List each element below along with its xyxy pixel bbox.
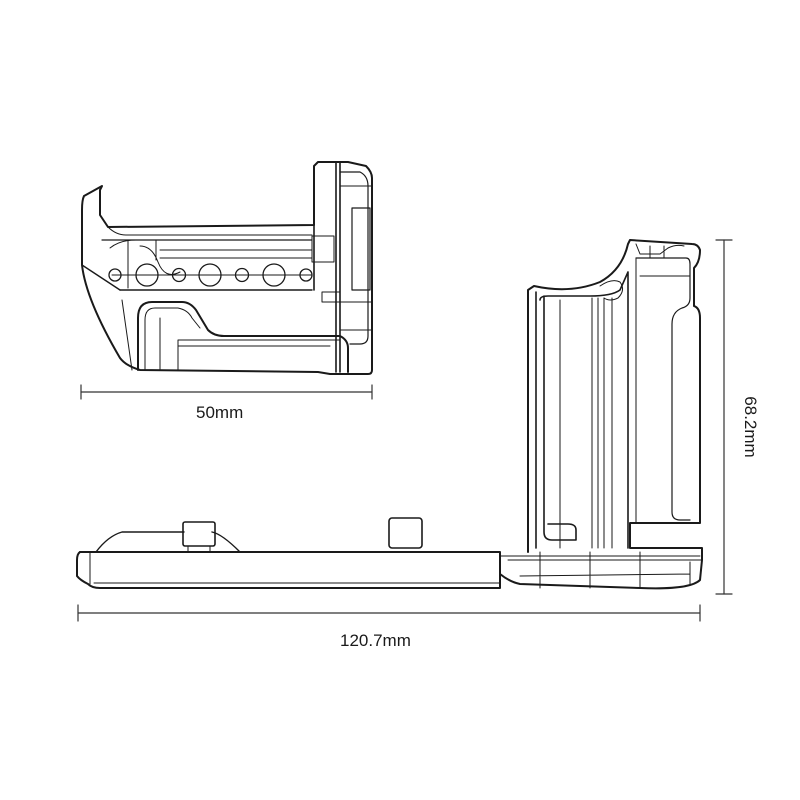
- side-view-drawing: [76, 239, 703, 590]
- top-view-drawing: [81, 161, 373, 375]
- dimension-label-side-height: 68.2mm: [741, 396, 760, 458]
- dimension-line-50mm: [80, 384, 373, 400]
- dimension-label-top-width: 50mm: [196, 403, 244, 422]
- dimension-line-120-7mm: [77, 604, 701, 622]
- dimension-label-side-width: 120.7mm: [340, 631, 411, 650]
- dimension-line-68-2mm: [715, 239, 733, 595]
